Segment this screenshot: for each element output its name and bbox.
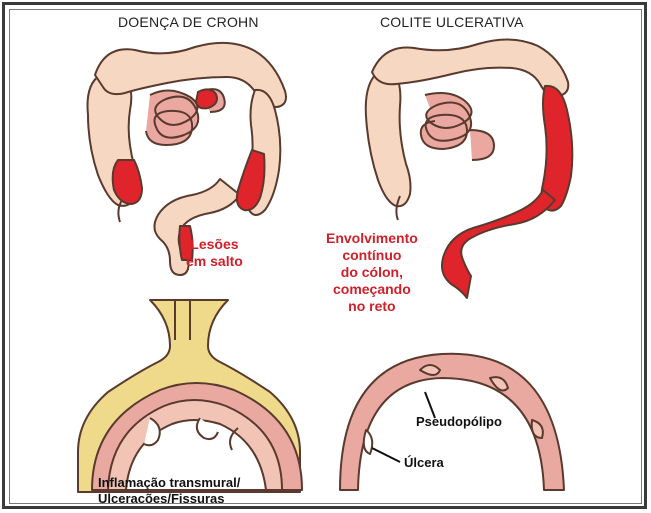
- colitis-small-bowel: [421, 93, 494, 160]
- transmural-line: Ulceracões/Fissuras: [98, 491, 240, 507]
- transmural-label: Inflamação transmural/ Ulceracões/Fissur…: [98, 475, 240, 507]
- continuous-involvement-label: Envolvimento contínuo do cólon, começand…: [326, 230, 418, 315]
- colitis-title: COLITE ULCERATIVA: [380, 14, 524, 30]
- ulcer-pointer: [372, 448, 400, 462]
- crohn-lesion-small: [196, 89, 217, 108]
- continuous-line: no reto: [326, 298, 418, 315]
- skip-lesions-line: Lesões: [186, 236, 243, 253]
- crohn-cross-section: [78, 300, 302, 492]
- crohn-title: DOENÇA DE CROHN: [118, 14, 259, 30]
- ulcer-notch: [364, 430, 373, 454]
- colitis-transverse-colon: [372, 39, 568, 96]
- continuous-line: Envolvimento: [326, 230, 418, 247]
- continuous-line: começando: [326, 281, 418, 298]
- skip-lesions-line: em salto: [186, 253, 243, 270]
- ulcer-label: Úlcera: [404, 455, 444, 471]
- crohn-lesion-cecum: [113, 160, 142, 204]
- pseudopolyp-label: Pseudopólipo: [416, 414, 502, 430]
- continuous-line: do cólon,: [326, 264, 418, 281]
- transmural-line: Inflamação transmural/: [98, 475, 240, 491]
- colitis-ascending-colon: [366, 72, 411, 206]
- colitis-sigmoid: [442, 190, 555, 298]
- skip-lesions-label: Lesões em salto: [186, 236, 243, 270]
- continuous-line: contínuo: [326, 247, 418, 264]
